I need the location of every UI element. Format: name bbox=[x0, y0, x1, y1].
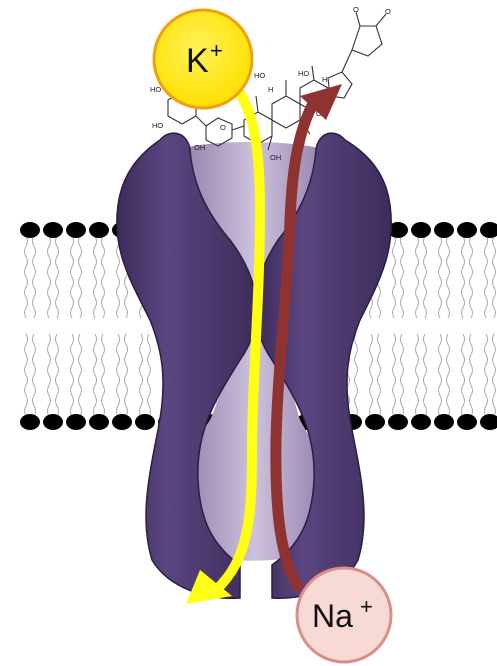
lipid-tail bbox=[102, 236, 105, 318]
lipid-head bbox=[434, 414, 454, 430]
atom-label: HO bbox=[152, 121, 163, 130]
lipid-tail bbox=[493, 334, 496, 416]
lipid-tail bbox=[56, 334, 59, 416]
lipid-tail bbox=[424, 334, 427, 416]
lipid-tail bbox=[447, 236, 450, 318]
potassium-charge: + bbox=[210, 38, 223, 63]
lipid-head bbox=[135, 414, 155, 430]
lipid-tail bbox=[48, 334, 51, 416]
lipid-head bbox=[20, 414, 40, 430]
potassium-ion: K + bbox=[154, 10, 252, 108]
lipid-head bbox=[480, 414, 497, 430]
lipid-tail bbox=[71, 334, 74, 416]
lipid-tail bbox=[25, 334, 28, 416]
lipid-tail bbox=[148, 334, 151, 416]
lipid-tail bbox=[33, 334, 36, 416]
lipid-tail bbox=[94, 334, 97, 416]
lipid-head bbox=[365, 414, 385, 430]
lipid-tail bbox=[416, 334, 419, 416]
lipid-tail bbox=[462, 236, 465, 318]
lipid-head bbox=[457, 222, 477, 238]
lipid-tail bbox=[393, 334, 396, 416]
lipid-head bbox=[66, 222, 86, 238]
sodium-label: Na bbox=[312, 598, 353, 634]
lipid-tail bbox=[401, 236, 404, 318]
atom-label: O bbox=[353, 5, 359, 14]
lipid-tail bbox=[485, 236, 488, 318]
lipid-tail bbox=[462, 334, 465, 416]
atom-label: O bbox=[385, 7, 391, 16]
lipid-tail bbox=[56, 236, 59, 318]
lipid-tail bbox=[33, 236, 36, 318]
lipid-tail bbox=[25, 236, 28, 318]
sodium-charge: + bbox=[360, 594, 373, 619]
lipid-tail bbox=[378, 334, 381, 416]
potassium-label: K bbox=[186, 42, 209, 80]
lipid-tail bbox=[470, 236, 473, 318]
lipid-head bbox=[112, 414, 132, 430]
lipid-tail bbox=[117, 334, 120, 416]
lipid-head bbox=[411, 414, 431, 430]
lipid-tail bbox=[79, 236, 82, 318]
lipid-tail bbox=[439, 334, 442, 416]
lipid-tail bbox=[393, 236, 396, 318]
lipid-tail bbox=[370, 334, 373, 416]
lipid-tail bbox=[439, 236, 442, 318]
atom-label: H bbox=[322, 75, 327, 84]
lipid-tail bbox=[79, 334, 82, 416]
lipid-head bbox=[89, 414, 109, 430]
lipid-tail bbox=[447, 334, 450, 416]
lipid-head bbox=[388, 414, 408, 430]
sodium-ion: Na + bbox=[297, 568, 391, 662]
atom-label: OH bbox=[194, 143, 205, 152]
lipid-tail bbox=[48, 236, 51, 318]
lipid-tail bbox=[485, 334, 488, 416]
atom-label: HO bbox=[298, 69, 309, 78]
lipid-head bbox=[411, 222, 431, 238]
lipid-tail bbox=[416, 236, 419, 318]
lipid-tail bbox=[94, 236, 97, 318]
atom-label: H bbox=[268, 85, 273, 94]
lipid-tail bbox=[102, 334, 105, 416]
lipid-tail bbox=[401, 334, 404, 416]
lipid-tail bbox=[355, 334, 358, 416]
lipid-head bbox=[66, 414, 86, 430]
lipid-tail bbox=[493, 236, 496, 318]
lipid-tail bbox=[424, 236, 427, 318]
atom-label: OH bbox=[270, 153, 281, 162]
lipid-head bbox=[20, 222, 40, 238]
lipid-head bbox=[480, 222, 497, 238]
lipid-head bbox=[43, 222, 63, 238]
lipid-tail bbox=[140, 334, 143, 416]
lipid-head bbox=[43, 414, 63, 430]
atom-label: HO bbox=[254, 71, 265, 80]
atom-label: O bbox=[220, 123, 226, 132]
lipid-head bbox=[457, 414, 477, 430]
lipid-tail bbox=[470, 334, 473, 416]
lipid-tail bbox=[71, 236, 74, 318]
lipid-head bbox=[434, 222, 454, 238]
lipid-tail bbox=[125, 334, 128, 416]
atom-label: HO bbox=[150, 85, 161, 94]
lipid-head bbox=[89, 222, 109, 238]
